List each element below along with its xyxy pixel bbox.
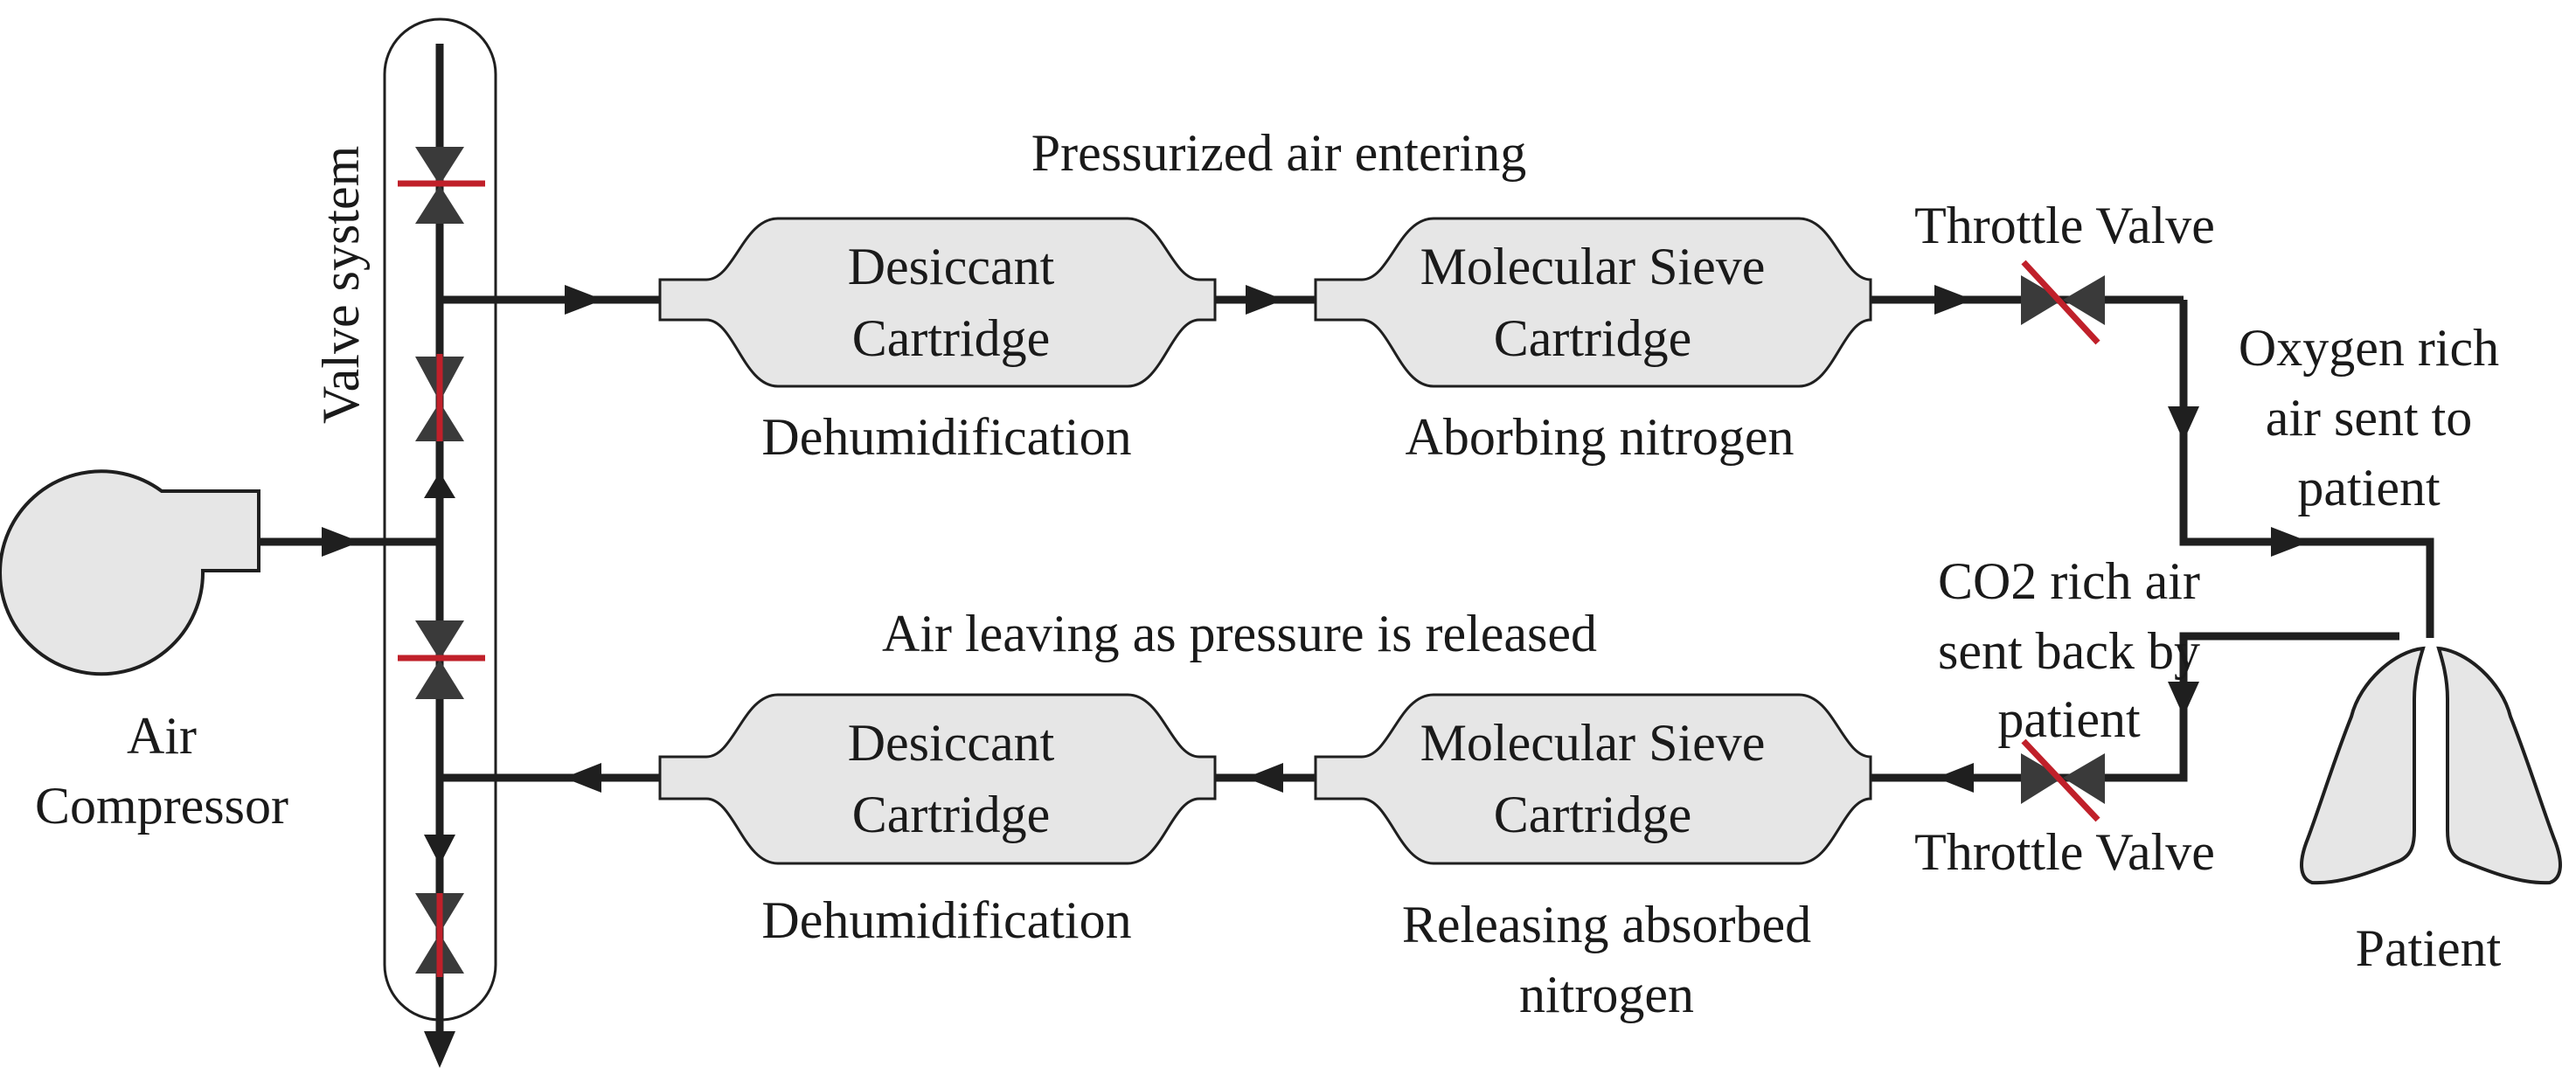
- co2-label-1: CO2 rich air: [1938, 552, 2200, 610]
- top-flow-arrow-3: [1934, 285, 1973, 315]
- bottom-desiccant-label-2: Cartridge: [852, 786, 1051, 843]
- bottom-flow-arrow-2: [1246, 763, 1283, 793]
- manifold-up-arrow: [424, 472, 455, 498]
- top-flow-arrow-2: [1246, 285, 1284, 315]
- top-sieve-cartridge: [1314, 217, 1872, 388]
- air-compressor-label-1: Air: [127, 707, 197, 765]
- bottom-sieve-label-1: Molecular Sieve: [1420, 714, 1766, 772]
- patient-lungs-icon: [2300, 646, 2562, 885]
- top-desiccant-label-2: Cartridge: [852, 309, 1051, 367]
- bottom-desiccant-caption: Dehumidification: [761, 891, 1131, 949]
- oxygen-label-2: air sent to: [2266, 389, 2473, 447]
- top-throttle-valve: [2021, 260, 2105, 345]
- top-desiccant-label-1: Desiccant: [848, 238, 1055, 295]
- manifold-down-arrow: [424, 835, 455, 865]
- bottom-flow-arrow-3: [564, 763, 601, 793]
- manifold-valve-4: [415, 893, 464, 977]
- manifold-outlet-arrow: [424, 1031, 455, 1068]
- valve-system-label: Valve system: [312, 146, 370, 424]
- bottom-throttle-valve: [2021, 738, 2105, 822]
- compressor-flow-arrow: [322, 527, 360, 557]
- top-throttle-label: Throttle Valve: [1914, 197, 2215, 254]
- top-sieve-label-1: Molecular Sieve: [1420, 238, 1766, 295]
- pressurized-air-label: Pressurized air entering: [1031, 124, 1526, 182]
- bottom-desiccant-cartridge: [658, 693, 1217, 865]
- bottom-sieve-caption-2: nitrogen: [1519, 966, 1694, 1023]
- oxygen-down-arrow: [2168, 406, 2199, 441]
- bottom-throttle-label: Throttle Valve: [1914, 823, 2215, 881]
- top-sieve-caption: Aborbing nitrogen: [1406, 408, 1795, 466]
- oxygen-label-3: patient: [2297, 459, 2441, 516]
- bottom-sieve-cartridge: [1314, 693, 1872, 865]
- bottom-sieve-label-2: Cartridge: [1494, 786, 1692, 843]
- manifold-valve-2: [415, 354, 464, 441]
- top-sieve-label-2: Cartridge: [1494, 309, 1692, 367]
- co2-label-3: patient: [1997, 690, 2141, 748]
- manifold-valve-1: [398, 147, 485, 224]
- bottom-sieve-caption-1: Releasing absorbed: [1402, 896, 1811, 953]
- co2-label-2: sent back by: [1938, 622, 2200, 680]
- air-compressor-label-2: Compressor: [35, 777, 288, 835]
- patient-label: Patient: [2356, 919, 2502, 977]
- co2-down-arrow: [2168, 682, 2199, 717]
- top-desiccant-cartridge: [658, 217, 1217, 388]
- bottom-desiccant-label-1: Desiccant: [848, 714, 1055, 772]
- manifold-valve-3: [398, 620, 485, 699]
- oxygen-label-1: Oxygen rich: [2239, 319, 2499, 377]
- top-desiccant-caption: Dehumidification: [761, 408, 1131, 466]
- oxygen-right-arrow: [2271, 527, 2309, 557]
- air-compressor-icon: [0, 469, 260, 676]
- bottom-flow-arrow-1: [1936, 763, 1974, 793]
- air-leaving-label: Air leaving as pressure is released: [882, 605, 1597, 662]
- top-flow-arrow-1: [565, 285, 603, 315]
